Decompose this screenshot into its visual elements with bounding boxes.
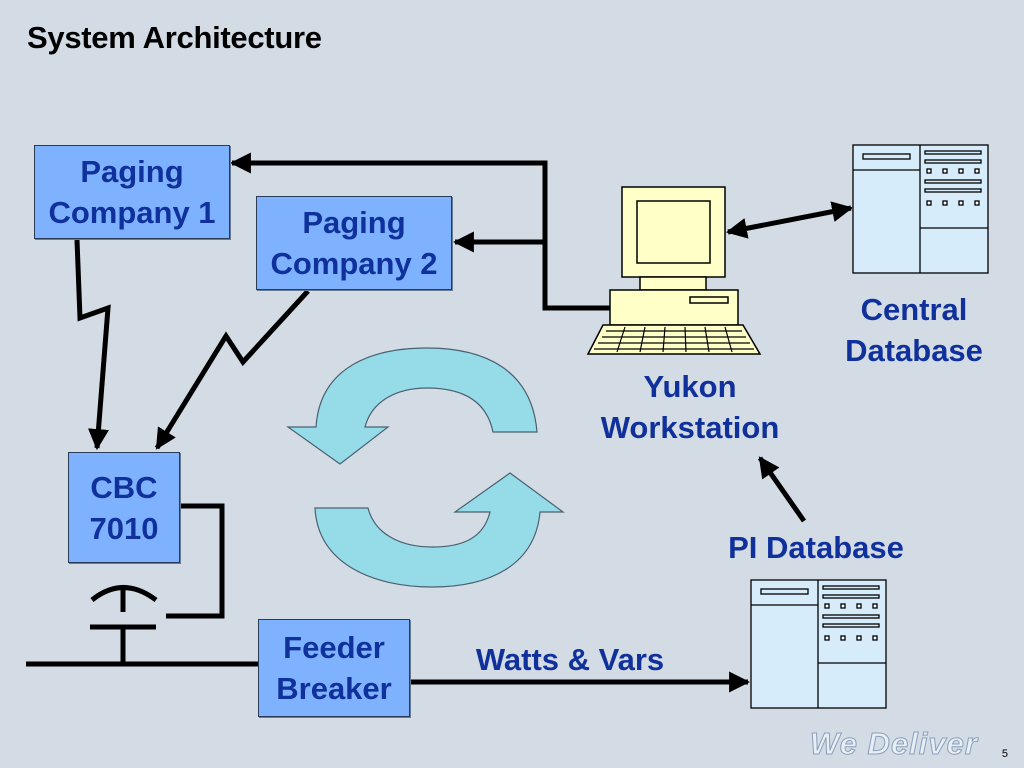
paging-company-2-line2: Company 2 [270,246,438,281]
paging2-to-cbc-wireless-link [154,289,310,450]
central-database-label: Central Database [836,289,992,371]
yukon-workstation-line1: Yukon [643,369,737,404]
yukon-workstation-line2: Workstation [600,410,780,445]
feeder-breaker-node: Feeder Breaker [258,619,410,717]
paging-company-1-line2: Company 1 [48,195,216,230]
feeder-breaker-line1: Feeder [283,630,385,665]
paging-company-2-node: Paging Company 2 [256,196,452,290]
page-number: 5 [1001,748,1008,760]
cbc-control-wire [166,503,225,619]
pi-database-label: PI Database [728,530,904,565]
workstation-central-db-connector [725,201,854,239]
workstation-computer-icon [586,186,762,355]
cycle-arrow-upper [286,347,538,465]
paging-company-2-line1: Paging [302,205,406,240]
cbc-7010-line2: 7010 [89,510,159,546]
cbc-7010-line1: CBC [90,469,158,505]
paging-company-1-line1: Paging [80,154,184,189]
watts-vars-label: Watts & Vars [475,642,665,677]
cycle-arrow-lower [314,472,565,588]
paging1-to-cbc-wireless-link [74,239,111,451]
pi-database-server-icon [750,579,887,709]
we-deliver-logo: We Deliver [810,726,978,762]
cbc-7010-node: CBC 7010 [68,452,180,563]
paging-company-1-node: Paging Company 1 [34,145,230,239]
cycle-icon [286,347,565,588]
central-database-line2: Database [845,333,983,368]
central-database-server-icon [852,144,989,274]
feeder-breaker-line2: Breaker [276,671,392,706]
slide-title: System Architecture [27,20,322,55]
capacitor-icon [90,585,158,663]
central-database-line1: Central [860,292,968,327]
yukon-workstation-label: Yukon Workstation [590,366,790,448]
pi-to-workstation-connector [757,456,807,523]
workstation-to-paging1-connector [229,152,610,311]
